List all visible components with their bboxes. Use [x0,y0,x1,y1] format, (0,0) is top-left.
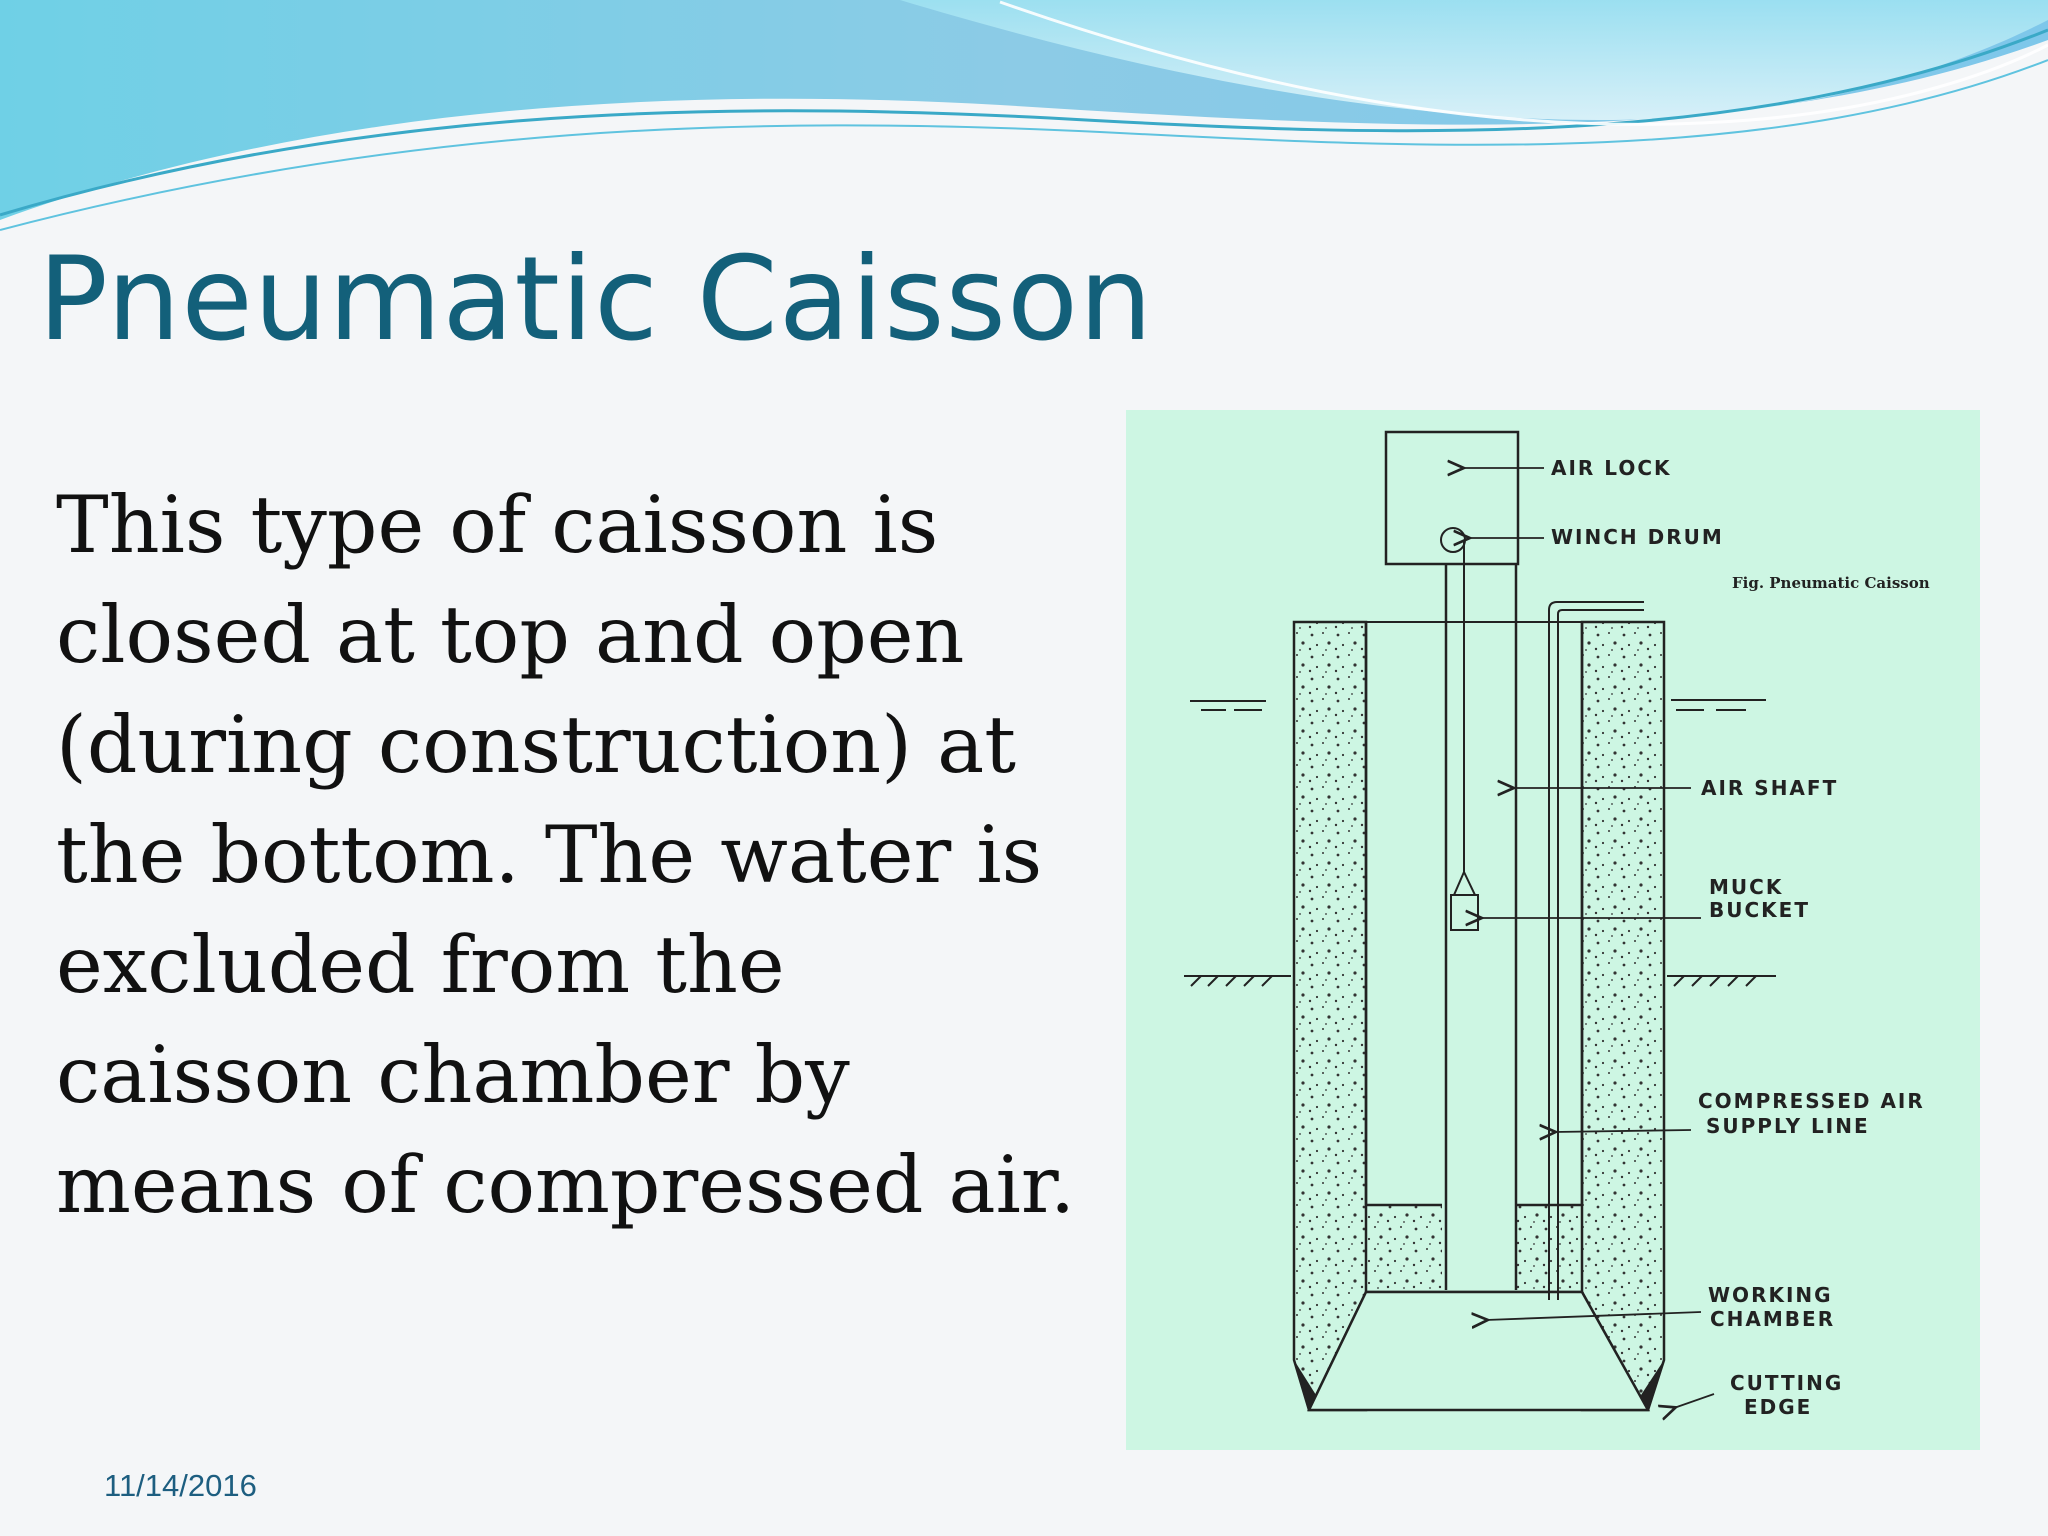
water-level-left [1190,700,1266,711]
arrow-cutting-edge [1674,1393,1715,1408]
label-muck-bucket-2: BUCKET [1709,898,1810,922]
roof-slab-left [1366,1205,1442,1292]
label-cutting-edge-2: EDGE [1744,1395,1812,1419]
air-lock-box [1384,430,1520,566]
ground-level-right [1667,975,1776,987]
muck-bucket [1450,869,1479,931]
label-muck-bucket-1: MUCK [1709,875,1783,899]
left-wall [1292,620,1368,1412]
label-working-chamber-2: CHAMBER [1710,1307,1835,1331]
winch-drum [1440,527,1466,553]
ground-level-left [1184,975,1291,987]
water-level-right [1671,699,1766,711]
label-air-shaft: AIR SHAFT [1701,776,1838,800]
slide-title: Pneumatic Caisson [38,232,1154,367]
air-supply-line [1548,601,1644,1300]
label-working-chamber-1: WORKING [1708,1283,1833,1307]
arrow-working-chamber [1486,1311,1702,1320]
slide-date: 11/14/2016 [104,1468,257,1503]
label-compressed-air-2: SUPPLY LINE [1706,1114,1870,1138]
figure-caption: Fig. Pneumatic Caisson [1732,574,1930,592]
right-wall [1580,620,1666,1412]
label-cutting-edge-1: CUTTING [1730,1371,1843,1395]
label-air-lock: AIR LOCK [1551,456,1672,480]
caisson-diagram: Fig. Pneumatic Caisson [1184,430,1930,1450]
arrow-compressed-air [1554,1130,1692,1132]
label-winch-drum: WINCH DRUM [1551,525,1724,549]
pneumatic-caisson-figure: Fig. Pneumatic Caisson [1126,410,1980,1450]
label-compressed-air-1: COMPRESSED AIR [1698,1089,1925,1113]
cutting-edge-right [1641,1360,1664,1410]
header-wave-decoration [0,0,2048,231]
body-paragraph: This type of caisson is closed at top an… [56,479,1076,1231]
cutting-edge-left [1294,1360,1316,1410]
